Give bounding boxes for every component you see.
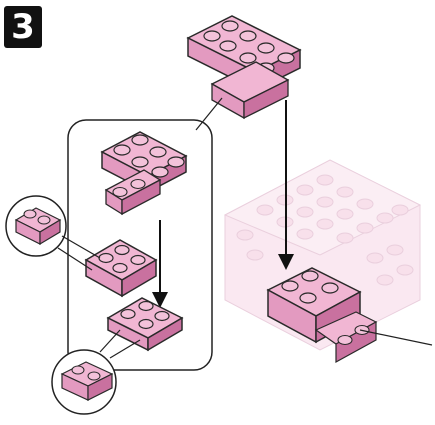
frame-top-brick [100,131,188,216]
subassembly-frame [67,119,213,371]
magnified-callout-icon [5,195,67,257]
callout-leader-line [99,329,121,353]
target-brick-placed [266,267,378,364]
frame-bottom-slope-brick [106,297,184,352]
callout-leader-line-top [195,97,223,131]
callout-leader-line [359,329,433,346]
callout-leader-line [57,247,93,271]
callout-leader-line [109,339,141,359]
top-subassembly-brick [186,15,302,120]
magnified-callout-icon [51,349,117,415]
step-number-badge: 3 [4,6,42,48]
callout-leader-line [61,235,101,259]
frame-middle-slope-brick [84,239,158,298]
